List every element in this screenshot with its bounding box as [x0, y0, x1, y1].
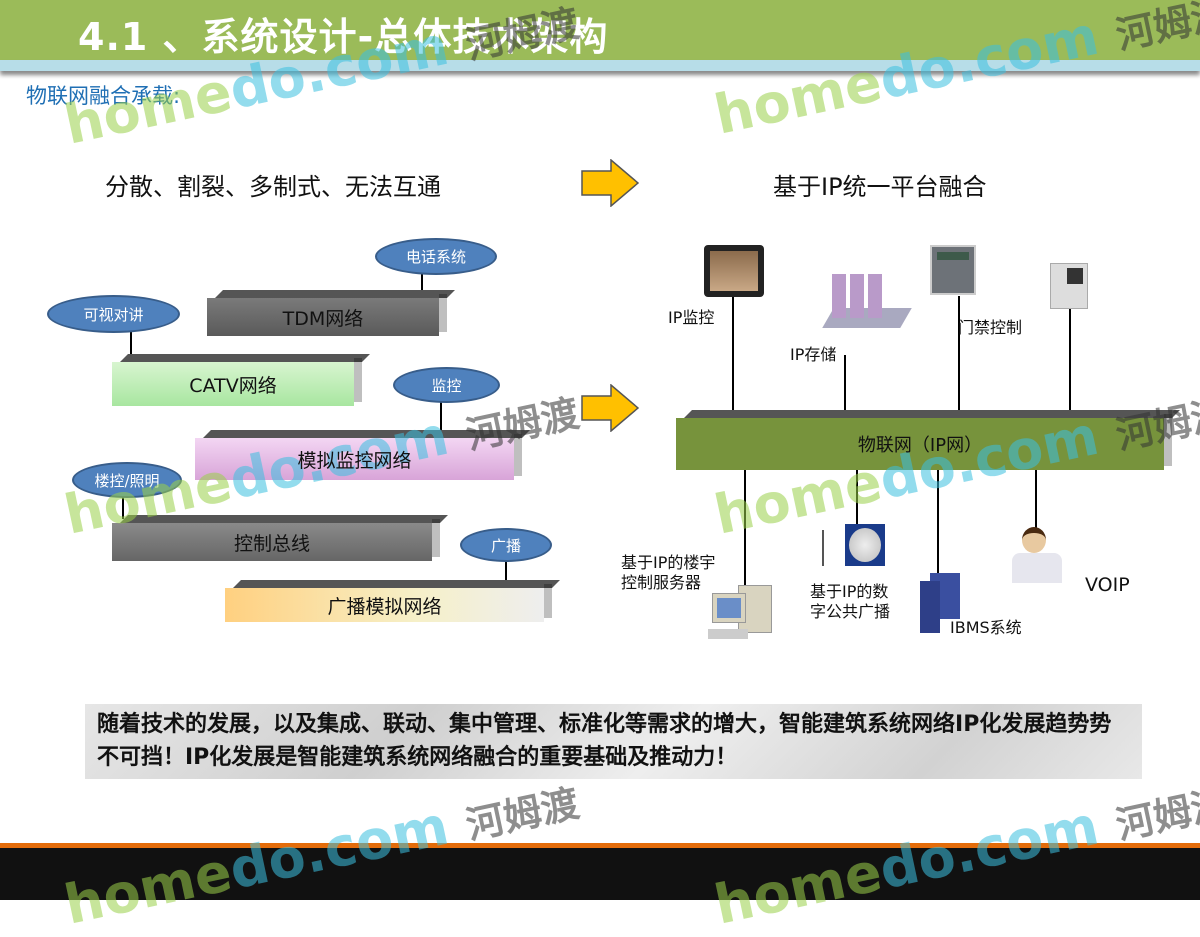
tag-phone-system: 电话系统 — [375, 238, 497, 275]
arrow-right-icon — [581, 384, 639, 432]
tag-building-lighting: 楼控/照明 — [72, 462, 182, 498]
network-bar-catv: CATV网络 — [112, 358, 362, 406]
right-heading: 基于IP统一平台融合 — [773, 173, 987, 201]
microphone-icon — [822, 530, 836, 566]
title-bar — [0, 0, 1200, 60]
left-heading: 分散、割裂、多制式、无法互通 — [105, 173, 441, 201]
conclusion-text: 随着技术的发展，以及集成、联动、集中管理、标准化等需求的增大，智能建筑系统网络I… — [85, 704, 1142, 779]
slide-title: 4.1 、系统设计-总体技术架构 — [78, 15, 609, 59]
label-ibms-system: IBMS系统 — [950, 618, 1022, 637]
label-voip: VOIP — [1085, 574, 1130, 596]
desktop-computer-icon — [708, 585, 772, 643]
label-ip-surveillance: IP监控 — [668, 308, 715, 327]
ibms-server-icon — [920, 573, 970, 643]
iot-ip-network-bus: 物联网（IP网） — [676, 414, 1172, 470]
network-bar-analog-broadcast: 广播模拟网络 — [225, 584, 552, 622]
arrow-right-icon — [581, 159, 639, 207]
voip-person-phone-icon — [1008, 525, 1066, 583]
footer-bar — [0, 848, 1200, 900]
speaker-icon — [845, 524, 885, 566]
storage-server-icon — [820, 270, 912, 330]
title-band — [0, 60, 1200, 71]
access-control-keypad-icon — [930, 245, 976, 295]
label-ip-storage: IP存储 — [790, 345, 837, 364]
subtitle: 物联网融合承载: — [26, 84, 181, 108]
network-bar-analog-surveillance: 模拟监控网络 — [195, 434, 522, 480]
label-digital-broadcast: 基于IP的数 字公共广播 — [810, 582, 891, 621]
network-bar-tdm: TDM网络 — [207, 294, 447, 336]
monitor-icon — [704, 245, 764, 297]
footer-line — [0, 843, 1200, 848]
tag-video-intercom: 可视对讲 — [47, 295, 180, 333]
label-access-control: 门禁控制 — [958, 318, 1023, 337]
tag-broadcast: 广播 — [460, 528, 552, 562]
tag-surveillance: 监控 — [393, 367, 500, 403]
label-building-control-server: 基于IP的楼宇 控制服务器 — [621, 553, 716, 592]
network-bar-control-bus: 控制总线 — [112, 519, 440, 561]
video-intercom-icon — [1050, 263, 1088, 309]
